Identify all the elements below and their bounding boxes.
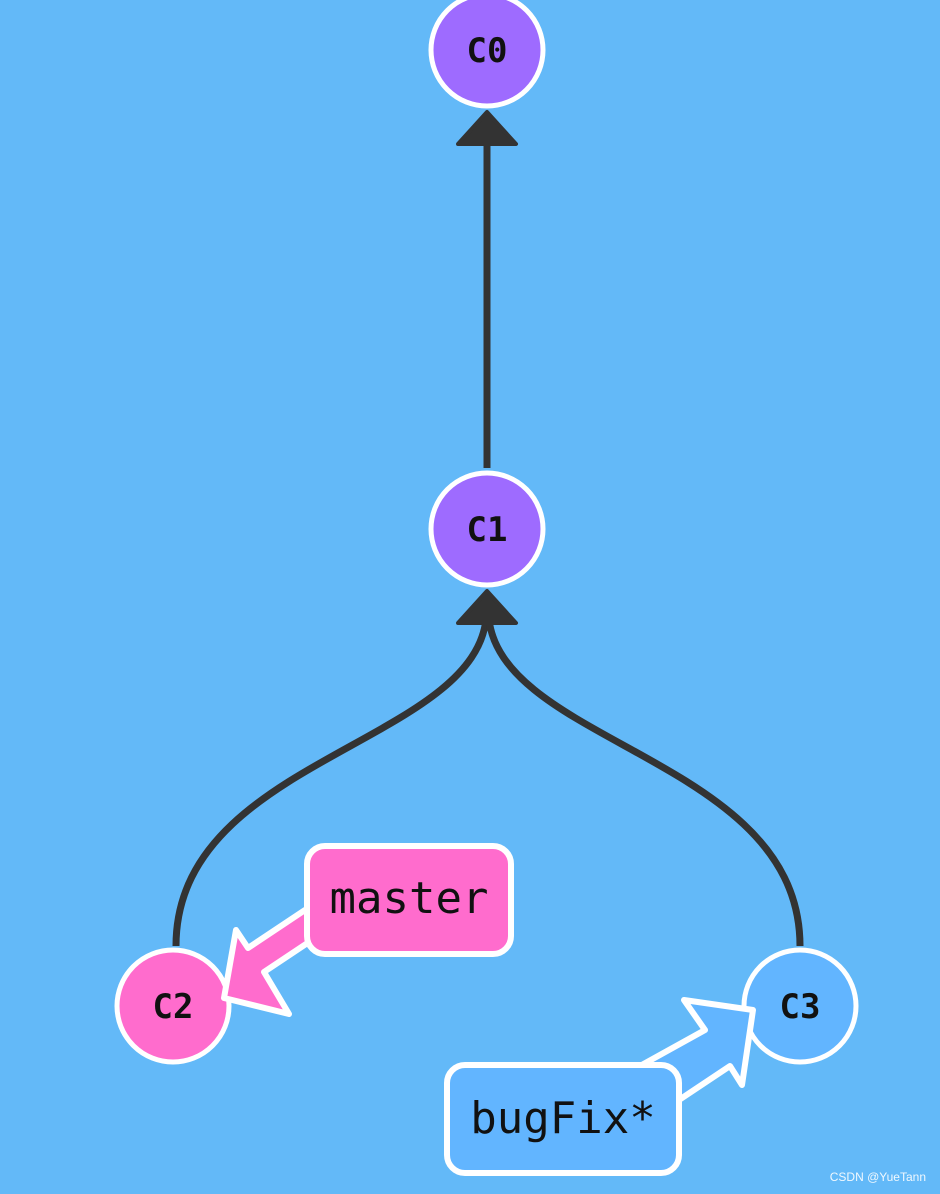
commit-label-c1: C1 xyxy=(467,510,508,550)
edge-c2-to-c1 xyxy=(172,619,490,947)
branch-label-master: master xyxy=(330,873,489,924)
arrowhead-c0 xyxy=(456,110,518,146)
commit-node-c3: C3 xyxy=(741,947,859,1065)
commit-circle-c1 xyxy=(428,470,546,588)
branch-master: master xyxy=(221,843,514,1017)
watermark-text: CSDN @YueTann xyxy=(829,1170,926,1184)
branch-box-master xyxy=(304,843,514,957)
commit-label-c2: C2 xyxy=(153,987,194,1027)
commit-node-c0: C0 xyxy=(428,0,546,109)
branch-label-bugfix: bugFix* xyxy=(470,1093,655,1144)
commit-node-c2: C2 xyxy=(114,947,232,1065)
arrowhead-c1 xyxy=(456,589,518,625)
edge-c3-to-c1 xyxy=(485,619,804,947)
commit-label-c3: C3 xyxy=(780,987,821,1027)
commit-circle-c2 xyxy=(114,947,232,1065)
commit-label-c0: C0 xyxy=(467,31,508,71)
branch-bugfix: bugFix* xyxy=(444,997,756,1176)
commit-node-c1: C1 xyxy=(428,470,546,588)
commit-circle-c0 xyxy=(428,0,546,109)
branch-box-bugfix xyxy=(444,1062,682,1176)
